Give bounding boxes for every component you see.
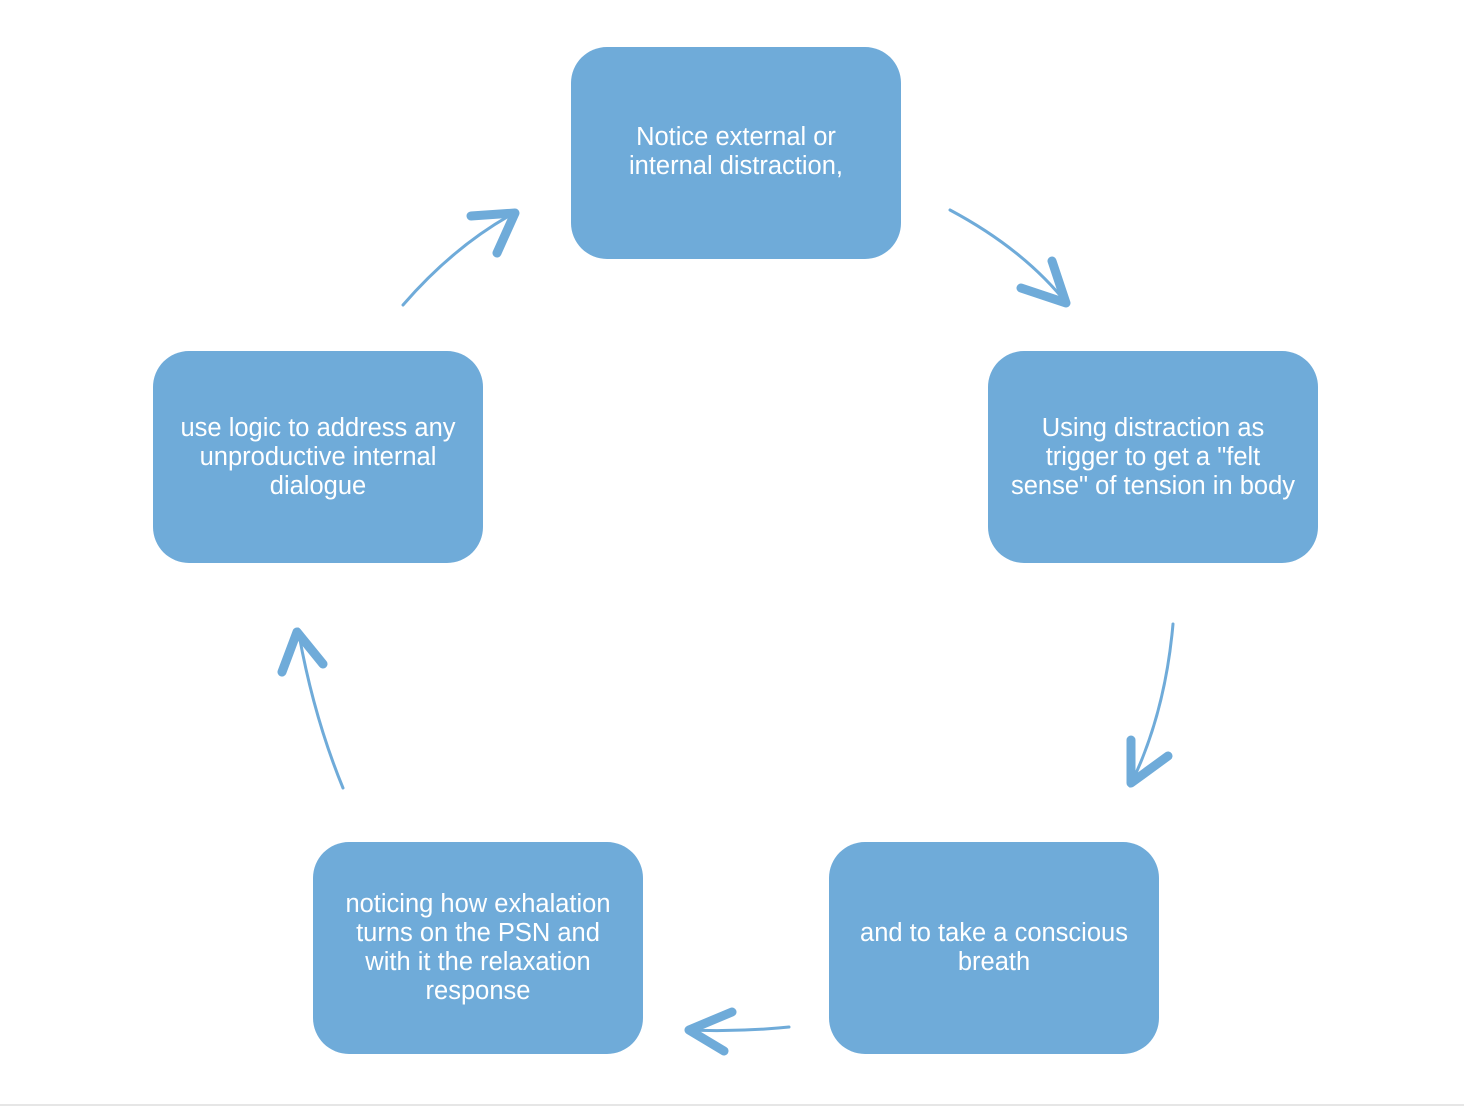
step-conscious-breath-text: and to take a conscious breath [860,919,1128,976]
bottom-divider [0,1104,1464,1106]
arrow-breath-to-exhalation [684,1007,791,1056]
step-exhalation-relaxation-text: noticing how exhalation turns on the PSN… [345,890,611,1005]
arrow-notice-to-felt-sense [948,208,1071,308]
step-notice-distraction-text: Notice external or internal distraction, [628,123,844,180]
arrow-felt-sense-to-breath [1126,622,1175,788]
step-notice-distraction: Notice external or internal distraction, [571,47,901,259]
step-exhalation-relaxation: noticing how exhalation turns on the PSN… [313,842,643,1054]
step-logic-dialogue-text: use logic to address any unproductive in… [180,413,456,500]
step-felt-sense-text: Using distraction as trigger to get a "f… [1010,413,1296,500]
step-felt-sense: Using distraction as trigger to get a "f… [988,351,1318,563]
arrow-logic-to-notice [401,208,520,307]
step-logic-dialogue: use logic to address any unproductive in… [153,351,483,563]
step-conscious-breath: and to take a conscious breath [829,842,1159,1054]
arrow-exhalation-to-logic [277,627,345,790]
